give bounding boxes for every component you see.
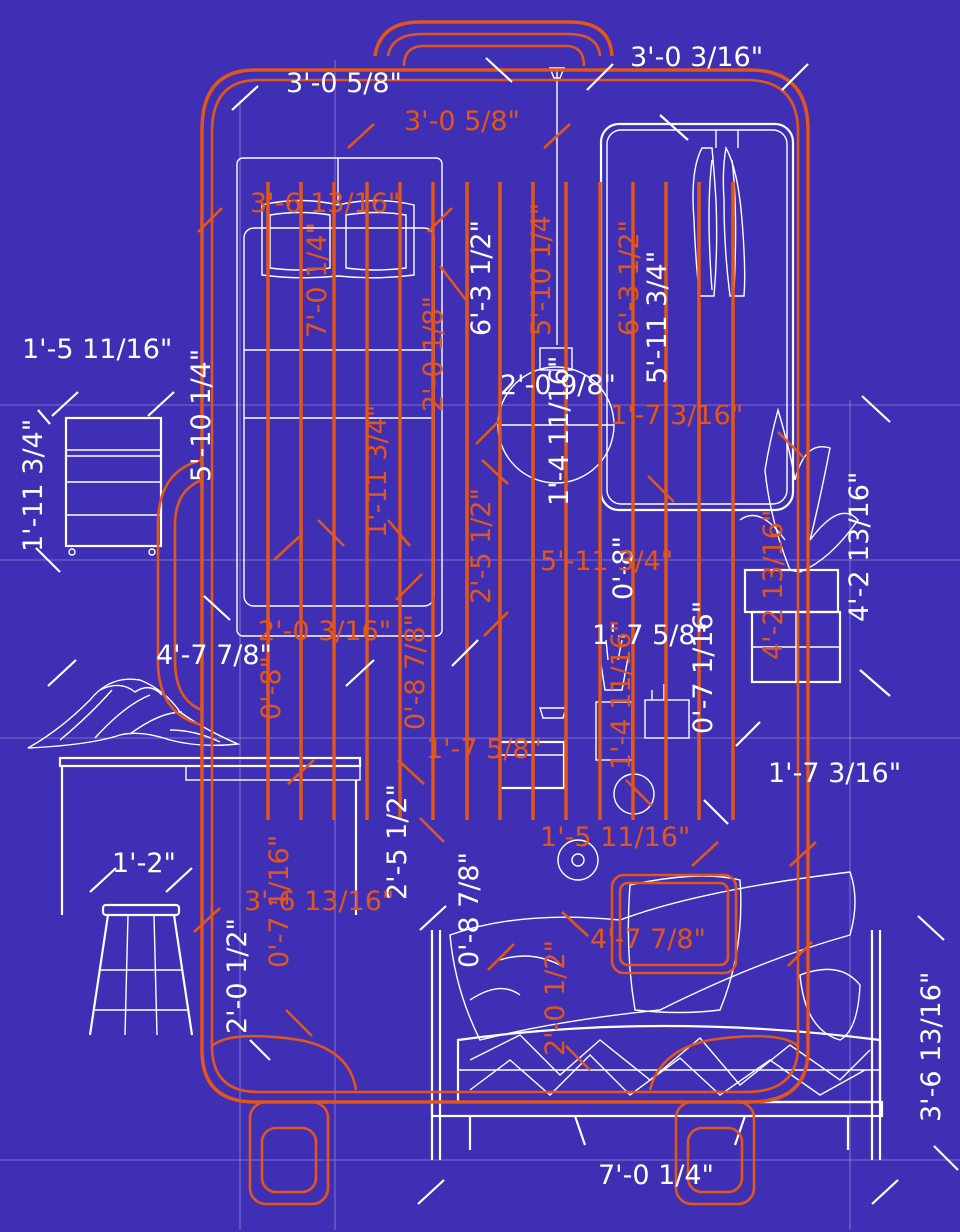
dim-label-orange: 1'-4 11/16" (606, 620, 637, 770)
dim-label-white: 3'-0 3/16" (630, 42, 763, 73)
dim-label-white: 5'-11 3/4" (642, 251, 673, 384)
desk (27, 678, 362, 915)
dim-label-white: 2'-0 1/2" (222, 918, 253, 1034)
dim-label-orange: 2'-0 1/8" (418, 296, 449, 412)
dim-label-orange: 3'-0 5/8" (404, 106, 520, 137)
suitcase-wheels (248, 1100, 756, 1206)
dim-label-orange: 4'-2 13/16" (758, 510, 789, 660)
dim-label-orange: 3'-6 13/16" (244, 886, 394, 917)
dim-label-orange: 5'-10 1/4" (526, 203, 557, 336)
dim-label-white: 1'-5 11/16" (22, 334, 172, 365)
dim-label-white: 1'-4 11/16" (544, 356, 575, 506)
dim-label-white: 1'-7 3/16" (768, 758, 901, 789)
white-dimension-labels: 3'-0 3/16" 3'-0 5/8" 1'-5 11/16" 1'-11 3… (18, 42, 947, 1191)
dim-label-white: 2'-0 9/8" (500, 370, 616, 401)
dim-label-orange: 0'-8 7/8" (400, 614, 431, 730)
plant-cabinet (739, 407, 859, 684)
dim-label-white: 4'-2 13/16" (844, 472, 875, 622)
dim-label-orange: 7'-0 1/4" (302, 222, 333, 338)
dim-label-orange: 0'-7 1/16" (264, 835, 295, 968)
dim-label-orange: 6'-3 1/2" (614, 220, 645, 336)
dim-label-orange: 2'-5 1/2" (466, 488, 497, 604)
dim-label-orange: 1'-7 3/16" (610, 400, 743, 431)
sofa (430, 871, 884, 1160)
bar-stool (88, 903, 194, 1036)
suitcase-outline (156, 20, 810, 1206)
dim-label-orange: 2'-0 1/2" (540, 940, 571, 1056)
dim-label-white: 5'-10 1/4" (186, 349, 217, 482)
nightstand (64, 416, 163, 556)
dim-label-orange: 0'-8" (256, 656, 287, 720)
dim-label-white: 7'-0 1/4" (598, 1160, 714, 1191)
dim-label-white: 1'-7 5/8" (592, 620, 708, 651)
dim-label-white: 3'-6 13/16" (916, 972, 947, 1122)
dim-label-orange: 2'-0 3/16" (258, 616, 391, 647)
dim-label-white: 0'-7 1/16" (688, 601, 719, 734)
vertical-lines-layer (266, 182, 735, 820)
dim-label-orange: 3'-6 13/16" (250, 188, 400, 219)
dim-label-orange: 1'-5 11/16" (540, 822, 690, 853)
dim-label-white: 6'-3 1/2" (466, 220, 497, 336)
dim-label-orange: 4'-7 7/8" (590, 924, 706, 955)
dim-label-white: 1'-11 3/4" (18, 419, 49, 552)
dim-label-orange: 1'-11 3/4" (362, 405, 393, 538)
orange-dimension-labels: 3'-0 5/8" 3'-6 13/16" 7'-0 1/4" 2'-0 1/8… (244, 106, 789, 1056)
dim-label-white: 3'-0 5/8" (286, 68, 402, 99)
pendant-lamp (497, 67, 615, 484)
furniture-layer (27, 67, 884, 1160)
dim-label-white: 0'-8" (608, 536, 639, 600)
dim-label-white: 1'-2" (112, 848, 176, 879)
dim-label-white: 2'-5 1/2" (382, 784, 413, 900)
dimension-ticks (35, 57, 959, 1205)
dim-label-orange: 1'-7 5/8" (426, 734, 542, 765)
dim-label-white: 4'-7 7/8" (156, 640, 272, 671)
dim-label-white: 0'-8 7/8" (454, 852, 485, 968)
dim-label-orange: 5'-11 3/4" (540, 546, 673, 577)
